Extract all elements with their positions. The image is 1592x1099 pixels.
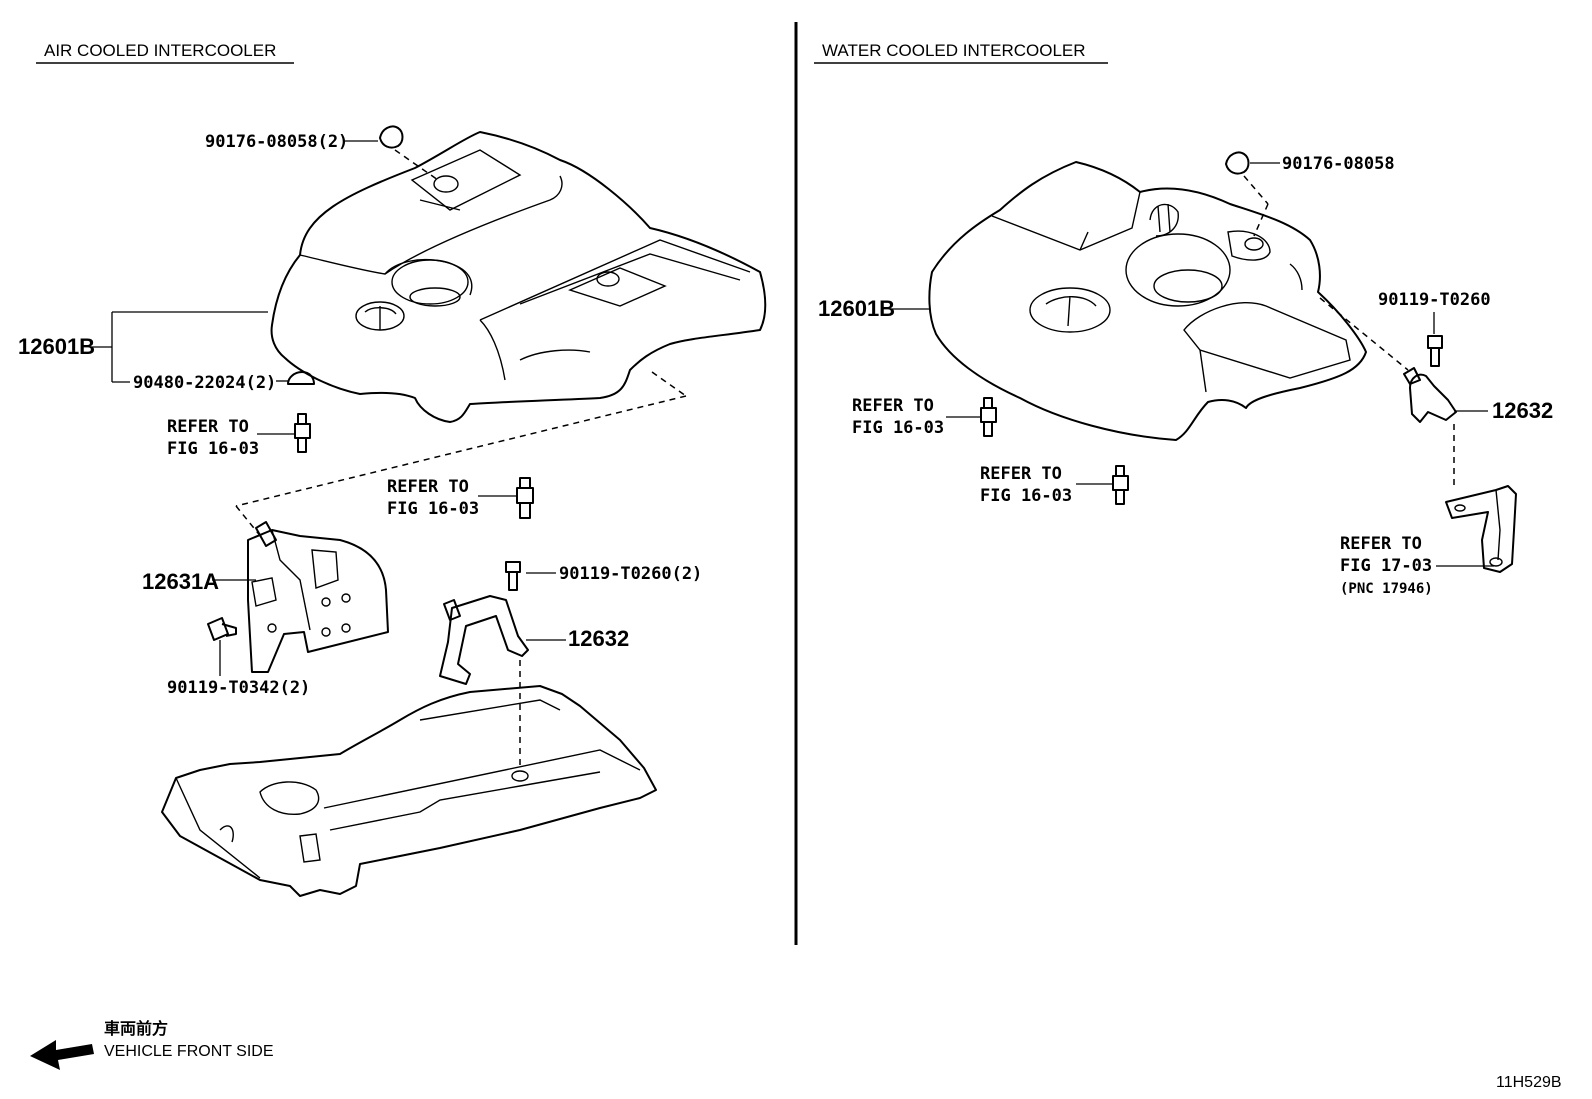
refer1-right-b: FIG 16-03 bbox=[852, 418, 944, 438]
left-engine-cover bbox=[270, 131, 767, 423]
refer3-right-pnc: (PNC 17946) bbox=[1340, 581, 1433, 597]
right-engine-cover bbox=[928, 161, 1367, 441]
front-side-en: VEHICLE FRONT SIDE bbox=[104, 1043, 274, 1060]
label-12601b-right: 12601B bbox=[818, 296, 895, 321]
refer3-right-b: FIG 17-03 bbox=[1340, 556, 1432, 576]
bolt-90119-t0260-right bbox=[1427, 335, 1443, 367]
bracket-12631a bbox=[247, 521, 389, 673]
front-arrow-icon bbox=[30, 1040, 94, 1070]
front-side-jp: 車両前方 bbox=[104, 1019, 168, 1038]
bracket-12632-right bbox=[1403, 367, 1457, 423]
label-90176-left: 90176-08058(2) bbox=[205, 132, 348, 152]
leader-12601b-left bbox=[90, 311, 268, 383]
label-90119-t0260-right: 90119-T0260 bbox=[1378, 290, 1491, 310]
label-90119-t0260-left: 90119-T0260(2) bbox=[559, 564, 702, 584]
refer1-left-a: REFER TO bbox=[167, 417, 249, 437]
label-12631a: 12631A bbox=[142, 569, 219, 594]
stud-bolt-right-2 bbox=[1112, 465, 1129, 505]
stud-bolt-left-1 bbox=[294, 413, 311, 453]
support-bracket-17946 bbox=[1445, 485, 1517, 573]
bolt-90119-t0260-left bbox=[505, 561, 521, 591]
label-12601b-left: 12601B bbox=[18, 334, 95, 359]
right-section-title: WATER COOLED INTERCOOLER bbox=[822, 41, 1086, 60]
cylinder-head-cover bbox=[161, 685, 657, 897]
refer2-left-a: REFER TO bbox=[387, 477, 469, 497]
stud-bolt-right-1 bbox=[980, 397, 997, 437]
left-section-title: AIR COOLED INTERCOOLER bbox=[44, 41, 276, 60]
label-90480-left: 90480-22024(2) bbox=[133, 373, 276, 393]
sheet-id: 11H529B bbox=[1496, 1074, 1562, 1091]
refer1-right-a: REFER TO bbox=[852, 396, 934, 416]
label-12632-left: 12632 bbox=[568, 626, 629, 651]
grommet-90480 bbox=[276, 371, 315, 385]
left-clip-90176 bbox=[345, 125, 439, 181]
stud-bolt-left-2 bbox=[516, 477, 534, 519]
label-12632-right: 12632 bbox=[1492, 398, 1553, 423]
bolt-90119-t0342 bbox=[207, 617, 237, 641]
refer1-left-b: FIG 16-03 bbox=[167, 439, 259, 459]
refer2-left-b: FIG 16-03 bbox=[387, 499, 479, 519]
refer3-right-a: REFER TO bbox=[1340, 534, 1422, 554]
right-clip-90176 bbox=[1225, 151, 1280, 237]
refer2-right-b: FIG 16-03 bbox=[980, 486, 1072, 506]
label-90119-t0342: 90119-T0342(2) bbox=[167, 678, 310, 698]
refer2-right-a: REFER TO bbox=[980, 464, 1062, 484]
label-90176-right: 90176-08058 bbox=[1282, 154, 1395, 174]
bracket-12632-left bbox=[439, 595, 529, 685]
